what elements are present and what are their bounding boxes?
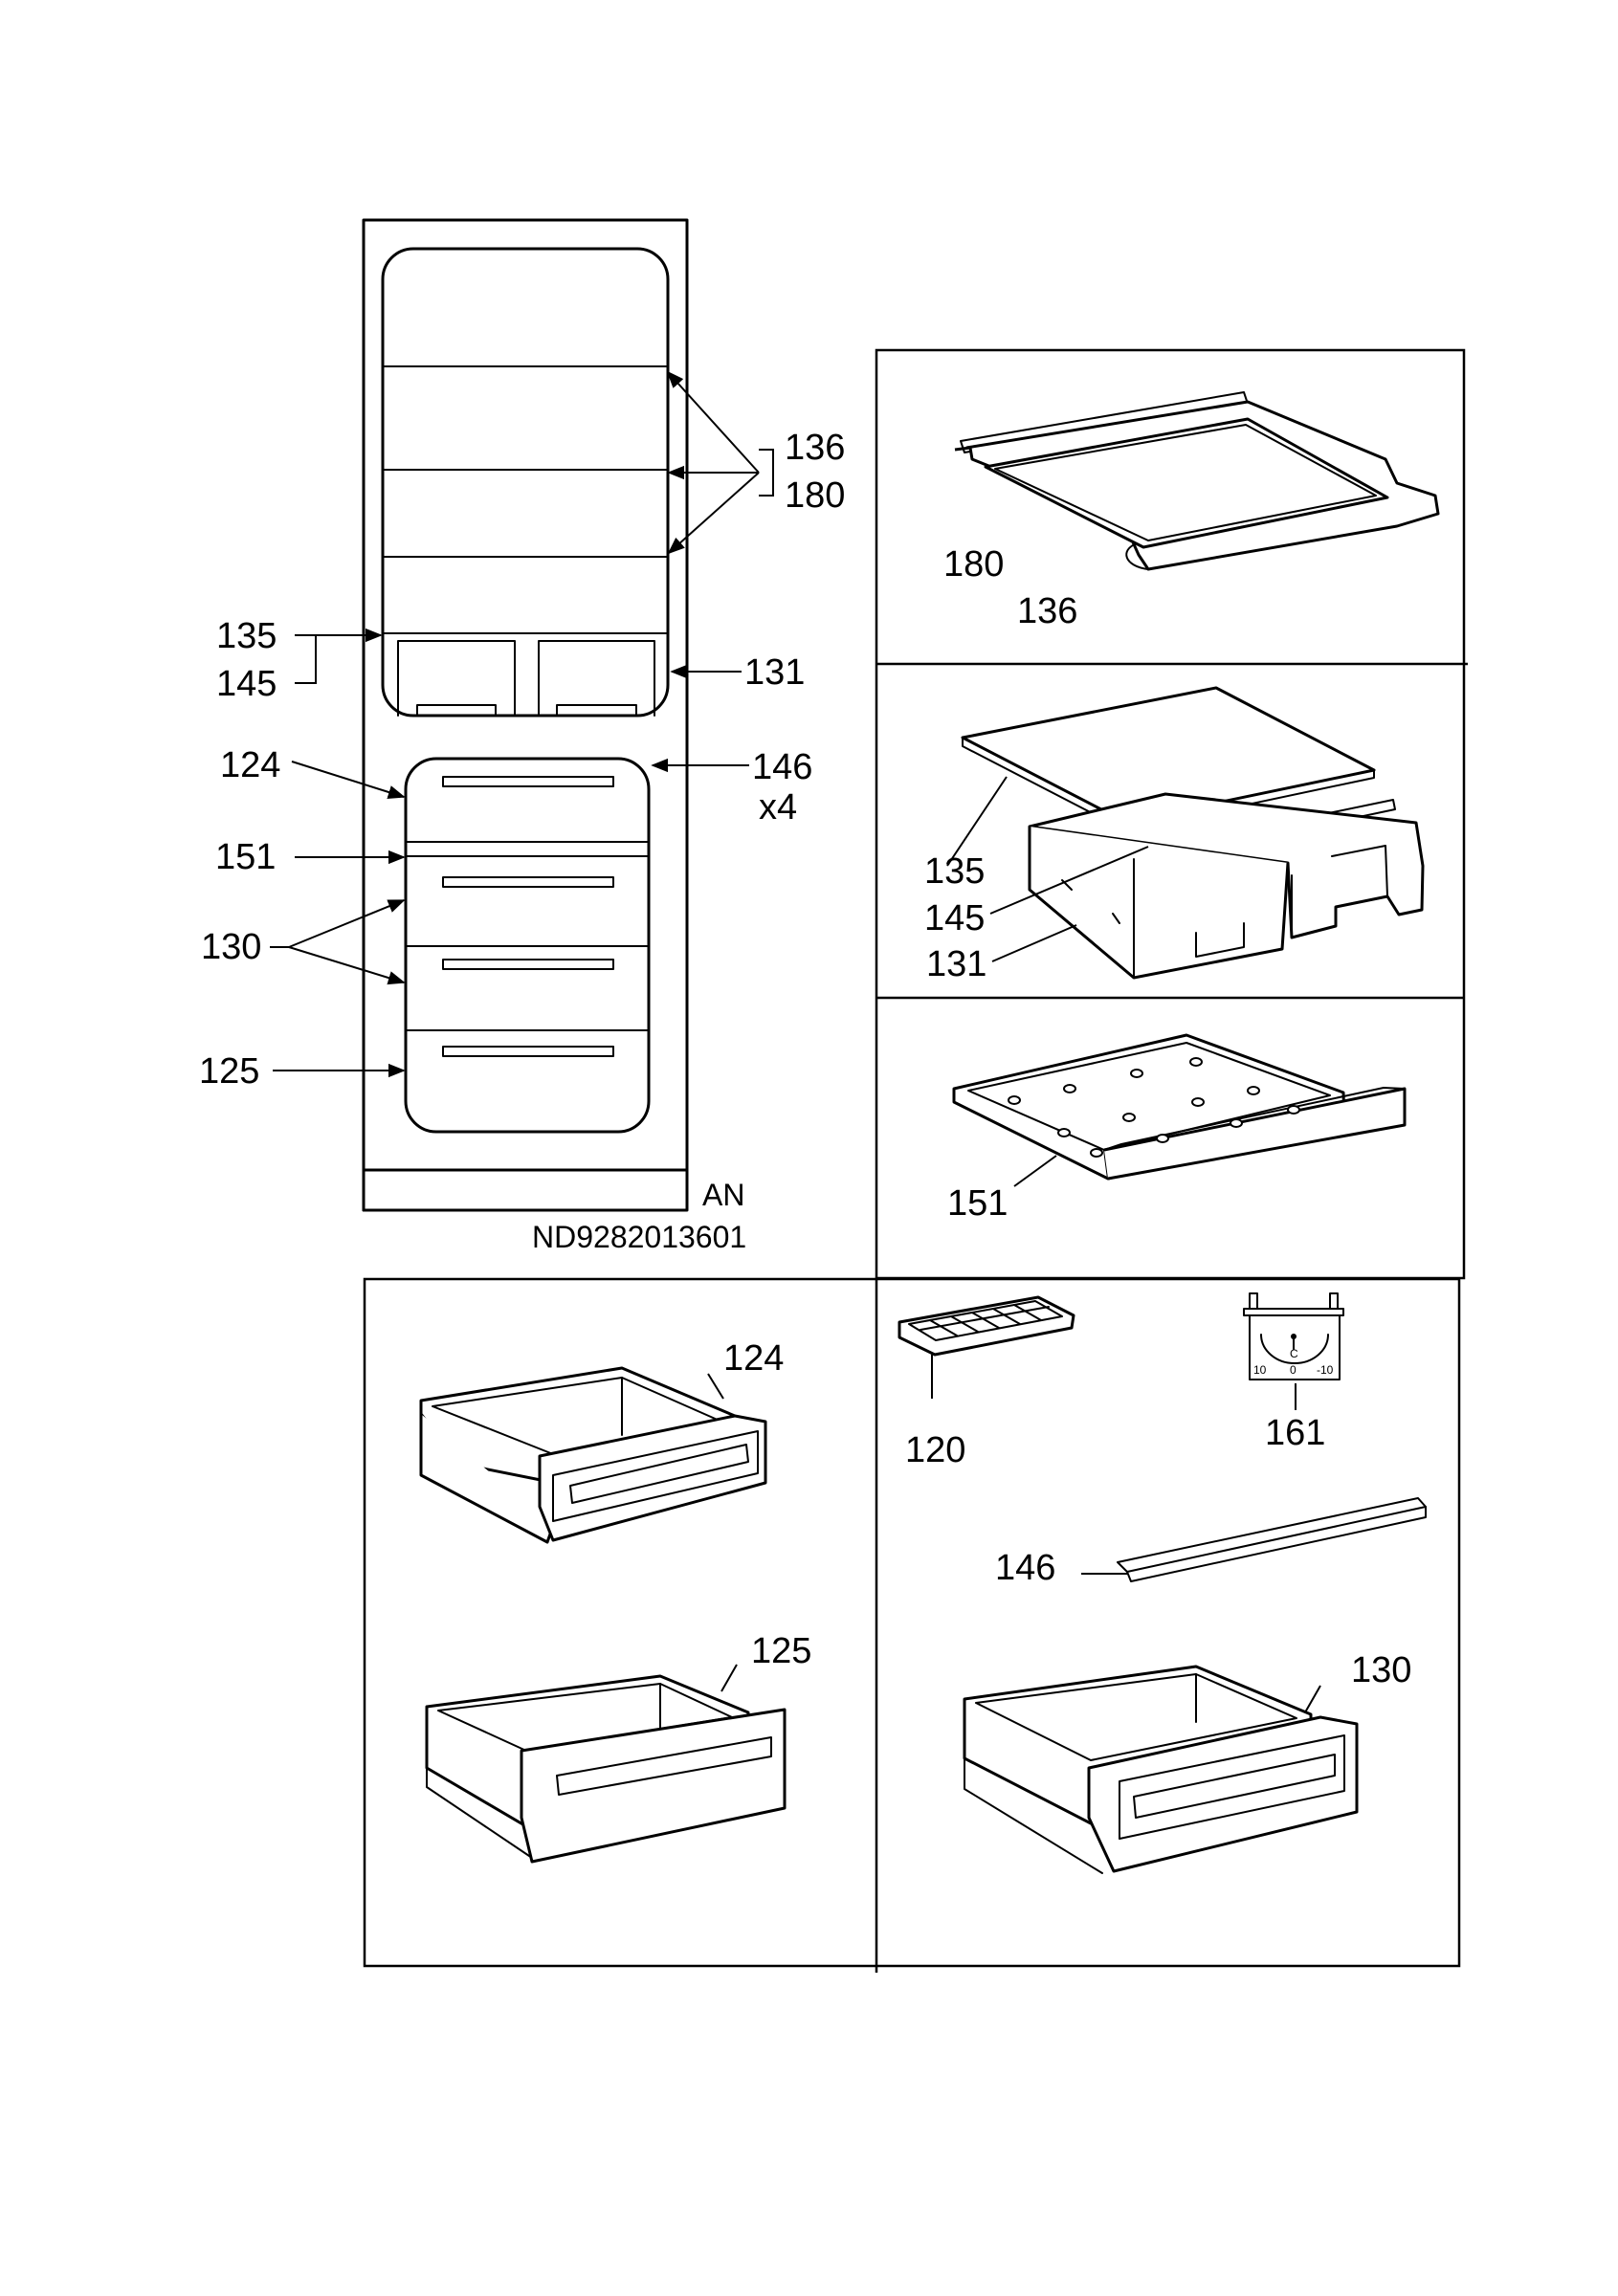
part-label-145: 145	[924, 898, 985, 938]
part-label-146: 146	[995, 1548, 1055, 1588]
crisper-right	[538, 640, 655, 717]
drawer-124-part: 124	[419, 1338, 784, 1544]
part-label-125: 125	[751, 1631, 811, 1671]
callout-130: 130	[201, 927, 261, 967]
callout-136: 136	[785, 428, 845, 468]
part-label-161: 161	[1265, 1413, 1325, 1453]
drawer-handle	[442, 876, 614, 888]
drawer-125-part: 125	[425, 1631, 811, 1864]
crisper-cover-part: 135 145 131	[924, 686, 1425, 984]
shelf-studs	[1008, 1057, 1300, 1158]
callout-145: 145	[216, 664, 277, 704]
ice-tray-part: 120	[898, 1295, 1075, 1470]
callout-125: 125	[199, 1051, 259, 1092]
callout-124: 124	[220, 745, 280, 785]
part-label-131: 131	[926, 944, 986, 984]
glass-shelf-part: 180 136	[943, 391, 1440, 631]
part-label-120: 120	[905, 1430, 965, 1470]
svg-text:-10: -10	[1317, 1363, 1334, 1377]
callout-146: 146	[752, 747, 812, 787]
part-label-180: 180	[943, 544, 1004, 585]
cabinet-outline	[362, 218, 689, 1212]
callout-151: 151	[215, 837, 276, 877]
drawer-130-part: 130	[963, 1650, 1411, 1874]
crisper-left	[397, 640, 516, 717]
thermostat-part: C 10 0 -10 161	[1243, 1292, 1344, 1453]
svg-text:0: 0	[1290, 1363, 1297, 1377]
appliance-front-view: 136 180 135 145 131 124 146 x4 151 130 1…	[199, 218, 845, 1254]
drawer-handle	[442, 1046, 614, 1057]
freezer-shelf-part: 151	[947, 1033, 1407, 1224]
callout-180: 180	[785, 475, 845, 516]
front-strip-part: 146	[995, 1497, 1427, 1588]
part-label-151: 151	[947, 1183, 1008, 1224]
drawer-handle	[442, 776, 614, 787]
drawer-handle	[442, 959, 614, 970]
model-variant-label: AN	[702, 1178, 744, 1212]
callout-135: 135	[216, 616, 277, 656]
callout-146-qty: x4	[759, 787, 797, 828]
fridge-compartment	[381, 247, 670, 718]
part-label-124: 124	[723, 1338, 784, 1379]
panel-frame	[363, 1277, 1461, 1968]
bottom-panels	[363, 1277, 1461, 1973]
part-label-136: 136	[1017, 591, 1077, 631]
part-label-130: 130	[1351, 1650, 1411, 1690]
document-code: ND9282013601	[532, 1220, 746, 1254]
svg-text:C: C	[1290, 1347, 1298, 1360]
svg-text:10: 10	[1253, 1363, 1267, 1377]
part-label-135: 135	[924, 851, 985, 892]
callout-leaders	[270, 370, 774, 1078]
callout-131: 131	[744, 652, 805, 693]
